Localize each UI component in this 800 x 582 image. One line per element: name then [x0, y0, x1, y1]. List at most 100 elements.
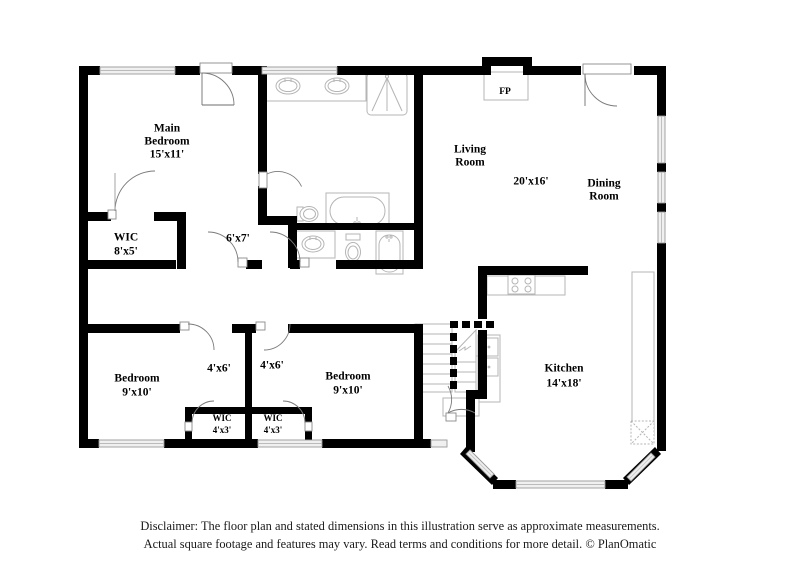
dining-builtin-right [631, 271, 655, 437]
wall-wic-left-vertical-b [185, 430, 192, 446]
door-hall-left [207, 231, 248, 268]
wall-hall-bottom-c [290, 260, 300, 269]
fireplace-box [483, 71, 529, 101]
wall-bedroom-right-east [414, 324, 423, 408]
window-hall-bottom [430, 439, 448, 448]
label-bedroom-right-dim: 9'x10' [333, 385, 362, 397]
wall-hallbath-mid [288, 223, 423, 230]
wall-wic-right-vertical [305, 407, 312, 423]
wall-exterior-left [79, 66, 88, 448]
vanity-counter-hall [294, 230, 336, 259]
shower-master [366, 72, 408, 116]
wall-exterior-bottom-b [164, 439, 258, 448]
window-bay-left [465, 449, 495, 479]
label-kitchen-name: Kitchen [545, 363, 585, 375]
stairs [414, 323, 477, 393]
wall-kitchen-left-bottom [466, 390, 487, 399]
label-fireplace: FP [499, 87, 511, 97]
label-wic-bedroom-right-dim: 4'x3' [264, 425, 283, 435]
disclaimer-line-2: Actual square footage and features may v… [143, 536, 657, 551]
wall-hall-bottom-right [414, 439, 431, 448]
wall-exterior-right-lower [657, 243, 666, 451]
label-bedroom-right-name: Bedroom [325, 371, 371, 383]
wall-exterior-right-mullion-1 [657, 163, 666, 172]
wall-hall-bottom-a [79, 260, 176, 269]
label-hall-6x7-dim: 6'x7' [226, 233, 250, 245]
door-hall-bath [269, 231, 310, 268]
label-dining-room-line1: Dining [587, 178, 620, 190]
door-master-bedroom-entry [199, 62, 235, 106]
wall-closet-divider [245, 324, 252, 448]
wall-exterior-top-left-c [232, 66, 262, 75]
wall-exterior-top-left-b [175, 66, 200, 75]
wall-fireplace-top [482, 57, 532, 66]
wall-kitchen-left-upper [478, 266, 487, 319]
wall-exterior-top-right-b [634, 66, 666, 75]
door-closet-left [179, 321, 215, 351]
label-living-room-dim: 20'x16' [513, 176, 548, 188]
wall-master-bath-vertical-lower [258, 186, 267, 224]
dining-builtin-crossbox [630, 420, 655, 445]
label-bedroom-left-name: Bedroom [114, 373, 160, 385]
windows-layer [98, 66, 666, 489]
wall-exterior-bottom-a [79, 439, 99, 448]
wall-bedrooms-top-c [288, 324, 415, 333]
wall-wic-right-vertical-b [305, 430, 312, 446]
wall-living-room-left [414, 66, 423, 268]
wall-master-bath-bottom [258, 216, 296, 225]
label-wic-master-name: WIC [114, 232, 138, 244]
door-wic-master [107, 170, 156, 220]
label-living-room-line1: Living [454, 144, 486, 156]
wall-kitchen-left-lower [478, 330, 487, 390]
label-bedroom-left-dim: 9'x10' [122, 387, 151, 399]
vanity-counter-master [265, 71, 367, 102]
label-closet-left-dim: 4'x6' [207, 363, 231, 375]
label-main-bedroom-line1: Main [154, 123, 181, 135]
wall-wic-left-vertical [185, 407, 192, 423]
wall-wic-master-top-a [79, 212, 111, 221]
toilet-master [296, 206, 319, 222]
wall-bedrooms-top-a [79, 324, 180, 333]
doors-layer [107, 62, 632, 432]
disclaimer: Disclaimer: The floor plan and stated di… [0, 518, 800, 554]
labels-layer: Main Bedroom 15'x11' WIC 8'x5' 6'x7' Liv… [114, 87, 621, 435]
wall-wic-master-right [177, 212, 186, 269]
wall-fireplace-right [523, 57, 532, 75]
wall-wic-left-top [185, 407, 252, 414]
wall-exterior-top-left-d [337, 66, 482, 75]
door-closet-right [255, 321, 291, 351]
label-main-bedroom-dim: 15'x11' [150, 149, 185, 161]
window-bay-right [626, 452, 656, 482]
toilet-hall [345, 233, 361, 262]
wall-hall-bottom-b [246, 260, 262, 269]
door-kitchen-hall [445, 385, 476, 422]
fixtures-layer [265, 71, 655, 445]
label-wic-bedroom-right-name: WIC [263, 413, 282, 423]
kitchen-counter-upper [486, 274, 566, 296]
label-dining-room-line2: Room [589, 191, 619, 203]
wall-kitchen-top [478, 266, 588, 275]
wall-exterior-bottom-c [322, 439, 415, 448]
label-living-room-line2: Room [455, 157, 485, 169]
wall-hall-bottom-d [336, 260, 423, 269]
wall-exterior-top-right-a [532, 66, 581, 75]
wall-wic-right-top [245, 407, 312, 414]
label-closet-right-dim: 4'x6' [260, 360, 284, 372]
wall-exterior-right-mullion-2 [657, 203, 666, 212]
label-wic-bedroom-left-dim: 4'x3' [213, 425, 232, 435]
wall-wic-master-top-b [154, 212, 186, 221]
wall-bedroom-right-east-lower [414, 408, 423, 448]
wall-exterior-right-top [657, 66, 666, 116]
label-kitchen-dim: 14'x18' [546, 378, 581, 390]
label-wic-master-dim: 8'x5' [114, 246, 138, 258]
disclaimer-line-1: Disclaimer: The floor plan and stated di… [140, 519, 660, 533]
label-main-bedroom-line2: Bedroom [144, 136, 190, 148]
door-front-entry [582, 63, 632, 107]
wall-bedrooms-top-b [232, 324, 256, 333]
door-master-bath [258, 171, 302, 189]
door-wic-left [184, 400, 215, 432]
wall-exterior-top-left-a [79, 66, 100, 75]
door-wic-right [282, 400, 313, 432]
